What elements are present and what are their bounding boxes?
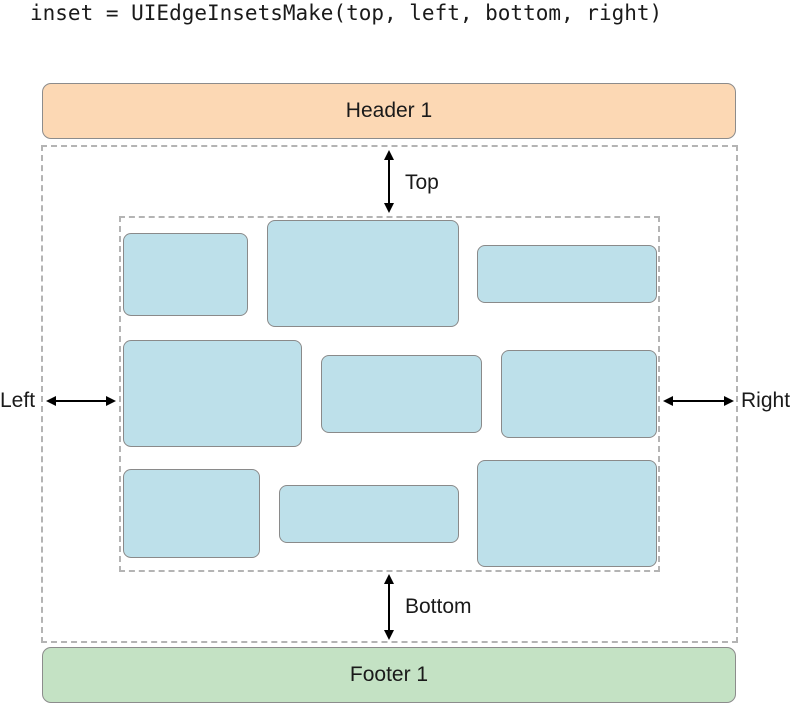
grid-cell-1 bbox=[123, 233, 248, 316]
header-bar: Header 1 bbox=[42, 83, 736, 139]
header-label: Header 1 bbox=[345, 99, 433, 122]
grid-cell-4 bbox=[123, 340, 302, 447]
footer-label: Footer 1 bbox=[349, 663, 429, 686]
footer-bar: Footer 1 bbox=[42, 647, 736, 703]
grid-cell-3 bbox=[477, 245, 657, 303]
right-label: Right bbox=[741, 389, 791, 412]
left-label: Left bbox=[0, 389, 36, 412]
bottom-label: Bottom bbox=[405, 595, 472, 618]
top-label: Top bbox=[405, 171, 439, 194]
grid-cell-8 bbox=[279, 485, 459, 543]
code-expression: inset = UIEdgeInsetsMake(top, left, bott… bbox=[30, 1, 663, 25]
grid-cell-2 bbox=[267, 220, 459, 327]
grid-cell-7 bbox=[123, 469, 260, 558]
grid-cell-6 bbox=[501, 350, 657, 438]
grid-cell-5 bbox=[321, 355, 482, 433]
grid-cell-9 bbox=[477, 460, 657, 567]
content-area-boundary bbox=[119, 216, 660, 572]
section-inset-boundary bbox=[41, 145, 738, 643]
